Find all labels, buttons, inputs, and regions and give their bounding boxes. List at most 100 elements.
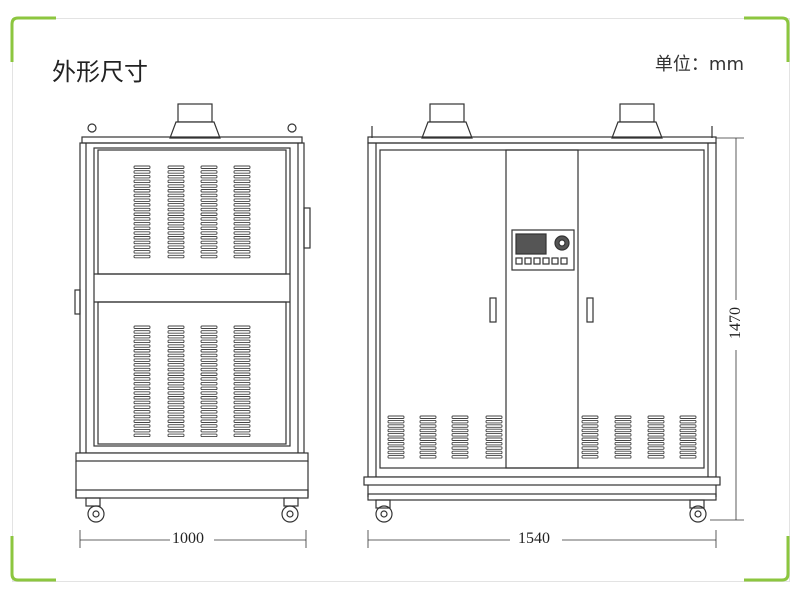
louver-slot [419, 419, 437, 424]
front-chimney-left [421, 103, 473, 139]
louver-slot [647, 428, 665, 433]
louver-slot [233, 377, 251, 381]
louver-slot [167, 250, 185, 254]
louver-slot [200, 179, 218, 184]
louver-slot [387, 419, 405, 424]
louver-slot [200, 377, 218, 381]
louver-slot [167, 330, 185, 334]
louver-slot [419, 437, 437, 441]
louver-slot [167, 381, 185, 386]
louver-slot [133, 231, 151, 235]
louver-slot [200, 405, 218, 409]
louver-slot [200, 221, 218, 226]
louver-slot [133, 170, 151, 174]
louver-slot [233, 400, 251, 405]
louver-slot [451, 446, 469, 450]
louver-slot [647, 450, 665, 455]
louver-slot [419, 424, 437, 428]
side-chimney [169, 103, 221, 139]
louver-slot [233, 165, 251, 169]
louver-slot [679, 424, 697, 428]
louver-slot [200, 372, 218, 376]
louver-slot [233, 381, 251, 386]
louver-slot [387, 428, 405, 433]
louver-slot [167, 349, 185, 353]
lifting-eye-left [87, 123, 97, 133]
louver-slot [200, 330, 218, 334]
louver-slot [167, 231, 185, 235]
louver-slot [200, 381, 218, 386]
louver-slot [233, 367, 251, 372]
louver-slot [133, 193, 151, 198]
louver-slot [647, 415, 665, 419]
louver-slot [167, 353, 185, 358]
louver-slot [167, 254, 185, 259]
louver-slot [167, 165, 185, 169]
louver-slot [200, 344, 218, 348]
louver-slot [200, 236, 218, 240]
louver-slot [133, 428, 151, 433]
louver-slot [133, 179, 151, 184]
louver-slot [581, 415, 599, 419]
louver-slot [167, 414, 185, 419]
louver-slot [451, 455, 469, 459]
louver-slot [200, 174, 218, 179]
louver-slot [233, 433, 251, 438]
louver-slot [167, 410, 185, 414]
louver-slot [451, 415, 469, 419]
louver-slot [133, 203, 151, 207]
louver-slot [200, 363, 218, 367]
louver-slot [451, 424, 469, 428]
louver-slot [387, 441, 405, 446]
louver-slot [133, 226, 151, 231]
louver-slot [167, 363, 185, 367]
louver-slot [233, 207, 251, 212]
louver-slot [167, 203, 185, 207]
louver-slot [233, 179, 251, 184]
louver-slot [233, 250, 251, 254]
louver-slot [581, 437, 599, 441]
louver-slot [167, 245, 185, 249]
louver-slot [200, 367, 218, 372]
louver-slot [614, 455, 632, 459]
louver-slot [133, 189, 151, 193]
louver-slot [614, 450, 632, 455]
louver-slot [233, 325, 251, 329]
louver-slot [387, 437, 405, 441]
side-wheel-left [85, 497, 105, 523]
louver-slot [419, 415, 437, 419]
louver-slot [679, 419, 697, 424]
louver-slot [679, 441, 697, 446]
louver-slot [200, 424, 218, 428]
louver-slot [581, 441, 599, 446]
louver-slot [647, 441, 665, 446]
louver-slot [133, 424, 151, 428]
louver-slot [233, 363, 251, 367]
louver-slot [200, 165, 218, 169]
louver-slot [200, 391, 218, 395]
louver-slot [647, 424, 665, 428]
louver-slot [581, 455, 599, 459]
louver-slot [133, 165, 151, 169]
louver-slot [133, 212, 151, 216]
louver-slot [200, 203, 218, 207]
louver-slot [167, 391, 185, 395]
louver-slot [647, 437, 665, 441]
louver-slot [133, 381, 151, 386]
louver-slot [133, 245, 151, 249]
louver-slot [647, 433, 665, 437]
louver-slot [451, 419, 469, 424]
louver-slot [581, 428, 599, 433]
louver-slot [167, 179, 185, 184]
louver-slot [167, 405, 185, 409]
louver-slot [200, 189, 218, 193]
louver-slot [485, 424, 503, 428]
louver-slot [451, 428, 469, 433]
louver-slot [133, 344, 151, 348]
louver-slot [233, 203, 251, 207]
louver-slot [679, 446, 697, 450]
louver-slot [233, 339, 251, 344]
louver-slot [200, 428, 218, 433]
louver-slot [679, 450, 697, 455]
